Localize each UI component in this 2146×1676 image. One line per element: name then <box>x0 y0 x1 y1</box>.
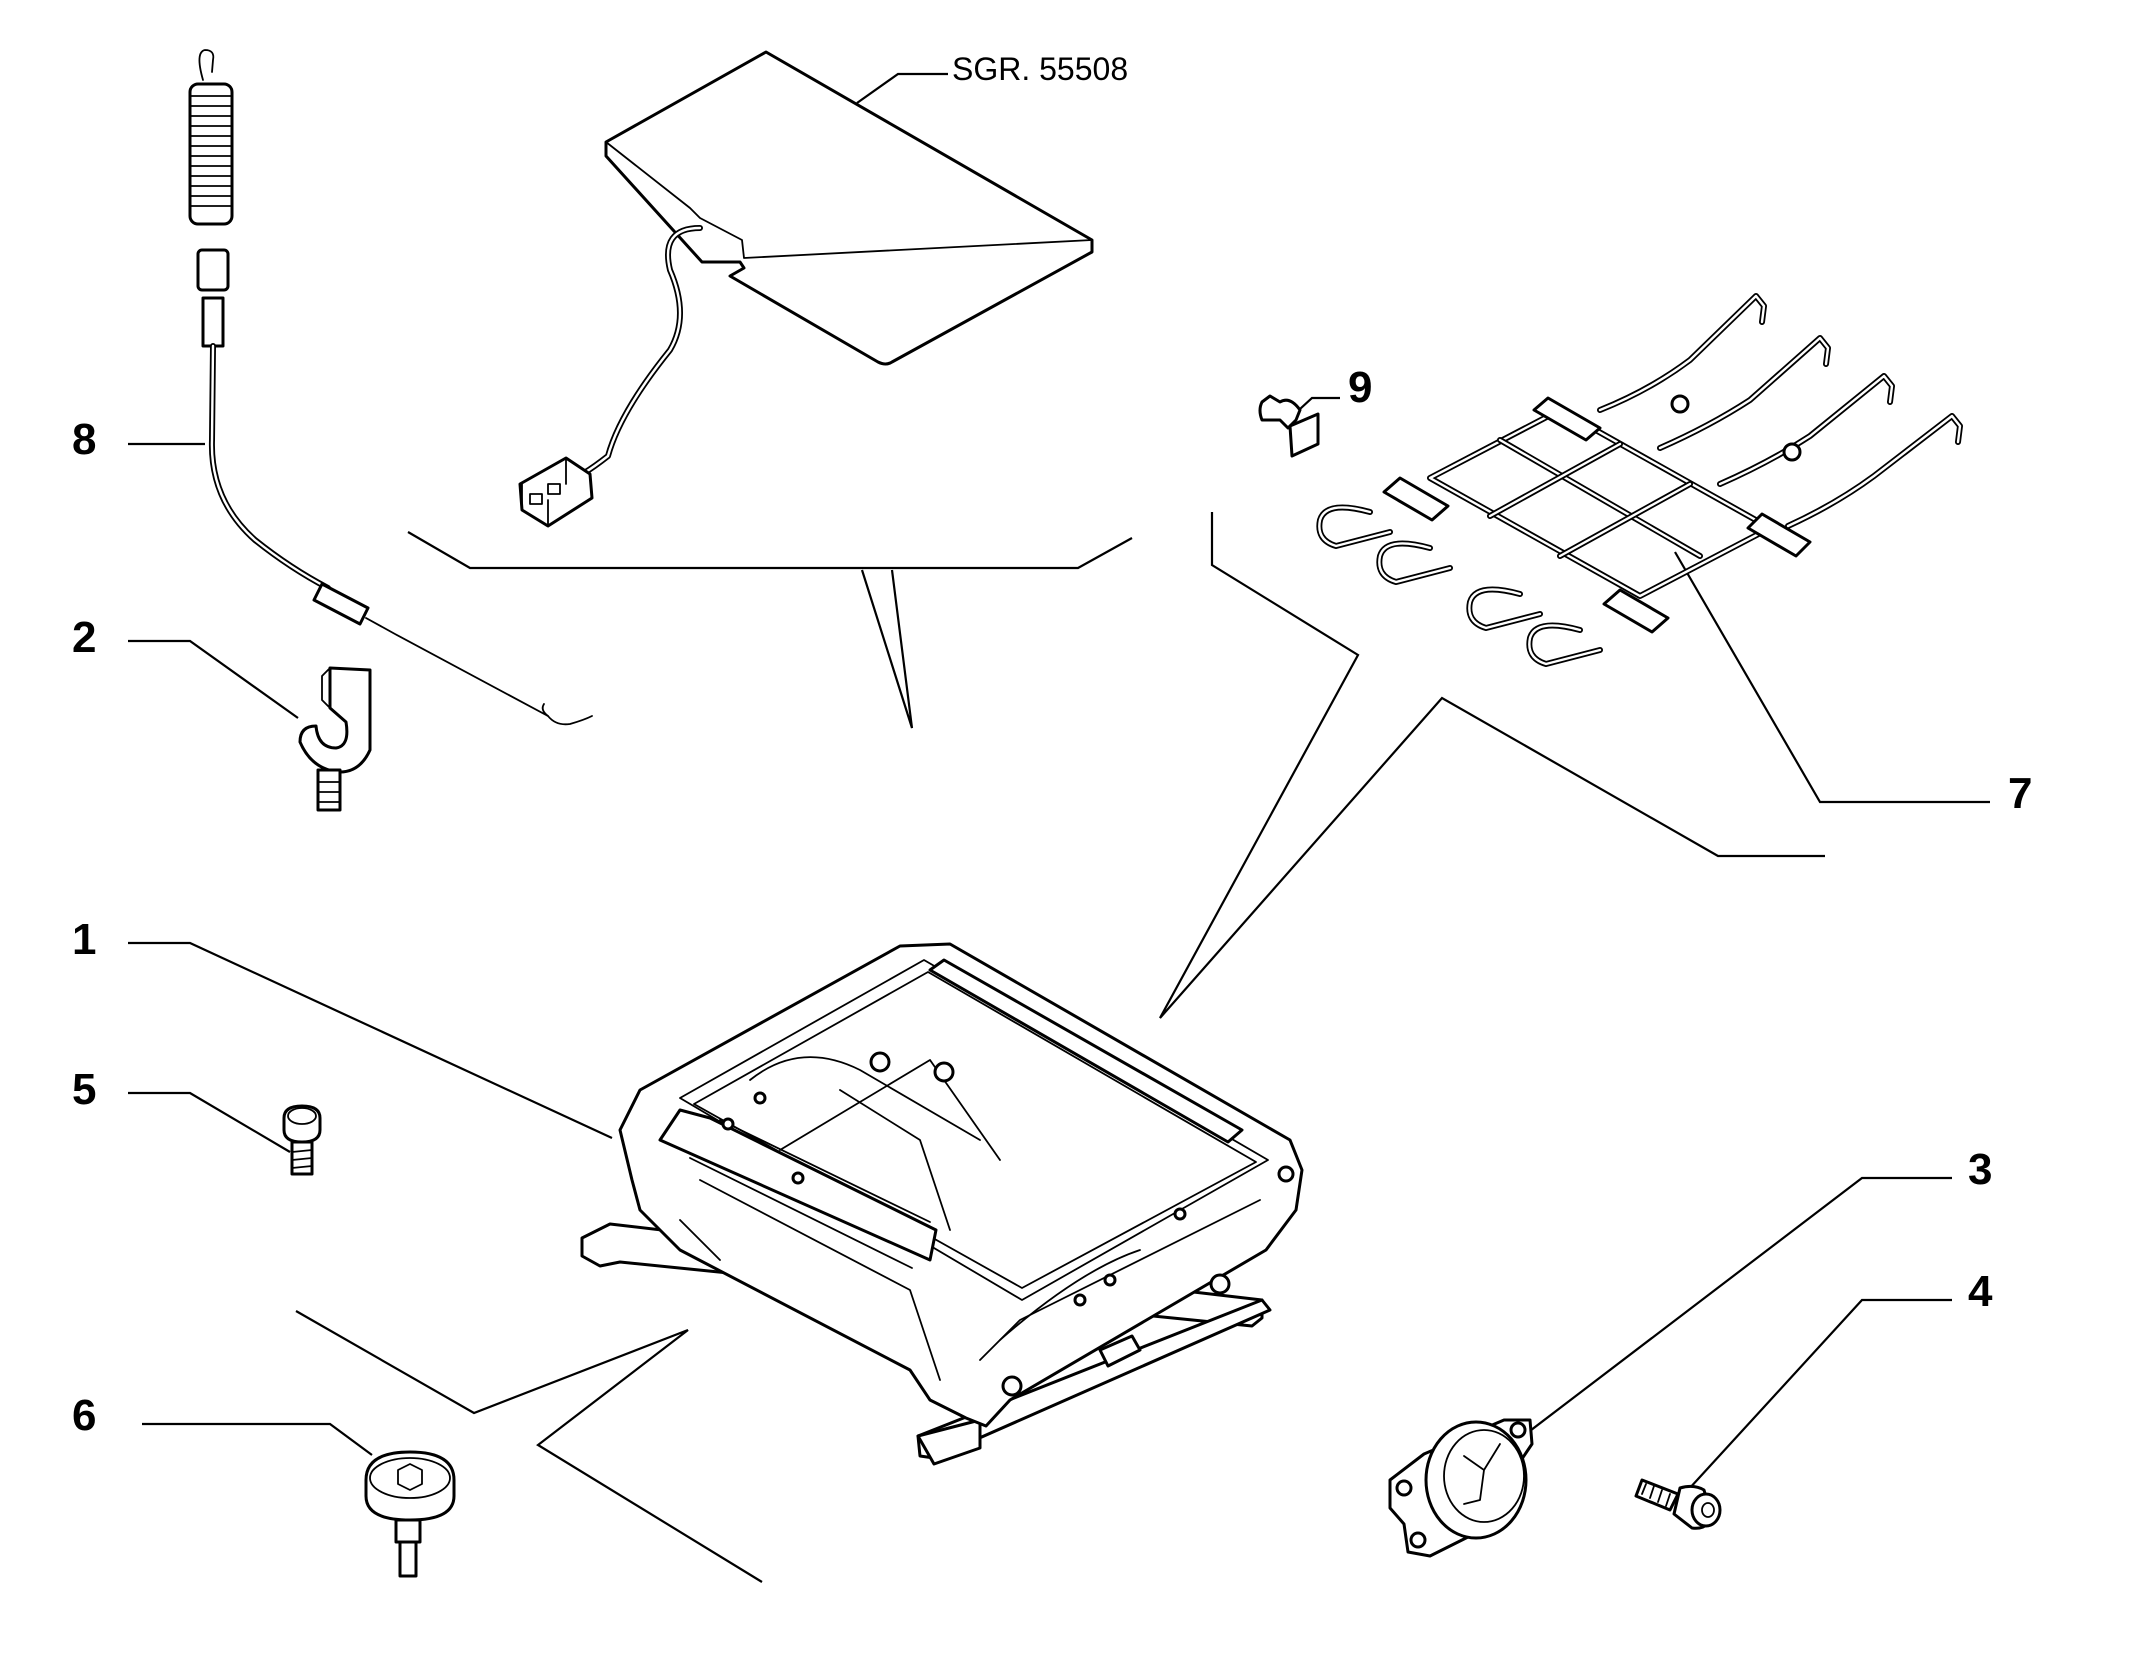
sensor-wire-inner <box>566 226 702 482</box>
part-8-release-cable[interactable] <box>188 49 593 726</box>
callout-label-3: 3 <box>1968 1145 1992 1194</box>
callout-label-2: 2 <box>72 613 96 662</box>
callout-label-5: 5 <box>72 1065 96 1114</box>
part-3-adjuster-disc[interactable] <box>1388 1418 1534 1558</box>
sensor-connector-icon <box>518 456 594 528</box>
bracket-lower-group <box>295 1310 763 1583</box>
cable-ferrule-icon <box>201 296 225 348</box>
leader-line-7 <box>1674 551 1990 804</box>
part-9-clip[interactable] <box>1258 394 1320 458</box>
callout-label-1: 1 <box>72 915 96 964</box>
part-7-spring-frame[interactable] <box>1316 293 1963 667</box>
callout-label-9: 9 <box>1348 363 1372 412</box>
leader-line-3 <box>1517 1176 1952 1441</box>
cable-clip-icon <box>298 666 372 774</box>
part-1-seat-frame[interactable] <box>580 942 1304 1466</box>
cable-wire-end <box>365 617 549 717</box>
clip-body-icon <box>1288 412 1320 458</box>
cable-clip-stud-icon <box>316 768 342 812</box>
bolt-shank-icon <box>1634 1478 1680 1512</box>
leader-line-1 <box>128 941 613 1139</box>
sensor-mat-icon <box>604 50 1094 366</box>
cable-end-fitting-icon <box>312 582 370 626</box>
leader-lines <box>128 72 1990 1491</box>
cable-end-hook-icon <box>541 703 593 726</box>
knob-head-icon <box>364 1450 456 1522</box>
spring-frame-icon <box>1316 293 1963 667</box>
callout-label-4: 4 <box>1968 1267 1993 1316</box>
part-2-cable-clip[interactable] <box>298 666 372 812</box>
knob-shank-icon <box>394 1518 422 1544</box>
leader-line-2 <box>128 639 299 719</box>
cable-line-inner <box>210 344 330 590</box>
bracket-cushion-pointer <box>860 569 914 729</box>
part-6-knob[interactable] <box>364 1450 456 1578</box>
cable-hook-icon <box>198 49 215 81</box>
cable-spring-icon <box>188 82 234 226</box>
sensor-wire <box>565 225 703 483</box>
callout-label-6: 6 <box>72 1391 96 1440</box>
part-5-screw[interactable] <box>282 1104 322 1176</box>
leader-line-4 <box>1687 1298 1952 1491</box>
spring-coils <box>189 95 233 207</box>
bracket-cushion-group <box>407 531 1133 570</box>
cable-sleeve-icon <box>196 248 230 292</box>
leader-line-reference <box>856 72 948 104</box>
cable-clip-tab <box>321 667 331 709</box>
leader-line-5 <box>128 1091 291 1153</box>
seat-sensor-mat[interactable] <box>518 50 1094 528</box>
part-4-bolt[interactable] <box>1634 1478 1722 1530</box>
callout-label-8: 8 <box>72 415 96 464</box>
clip-icon <box>1258 394 1302 430</box>
callout-label-7: 7 <box>2008 769 2032 818</box>
bracket-springs-group <box>1159 512 1825 1019</box>
seat-frame-icon <box>580 942 1304 1466</box>
reference-label: SGR. 55508 <box>952 51 1128 87</box>
grouping-brackets <box>295 512 1825 1583</box>
leader-line-6 <box>142 1422 373 1456</box>
